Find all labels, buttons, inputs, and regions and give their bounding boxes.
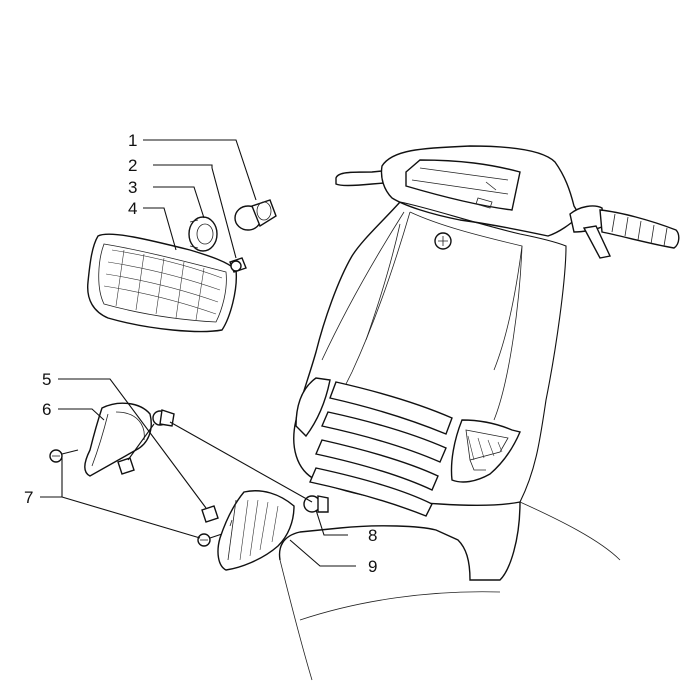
indicator-bulb-right	[303, 495, 329, 513]
clip-nut-left	[117, 457, 135, 475]
bulb-holder-ring	[188, 216, 218, 252]
small-bulb	[229, 257, 247, 273]
callout-6: 6	[42, 400, 51, 419]
left-indicator-lens	[84, 402, 152, 477]
callout-1: 1	[128, 131, 137, 150]
callout-3: 3	[128, 178, 137, 197]
leader-lines	[40, 139, 356, 567]
headlamp-unit	[87, 233, 238, 333]
callout-8: 8	[368, 526, 377, 545]
callout-9: 9	[368, 557, 377, 576]
callout-2: 2	[128, 156, 137, 175]
screw-lower	[197, 533, 223, 547]
callout-5: 5	[42, 370, 51, 389]
indicator-bulb-left	[152, 409, 175, 427]
callout-numbers: 1 2 3 4 5 6 7 8 9	[24, 131, 377, 576]
scooter-front-shield	[278, 145, 680, 681]
right-indicator-lens	[217, 490, 295, 571]
clip-nut-5	[201, 505, 219, 523]
screw-upper	[49, 449, 79, 463]
callout-7: 7	[24, 488, 33, 507]
headlamp-bulb	[234, 199, 277, 231]
callout-4: 4	[128, 199, 137, 218]
